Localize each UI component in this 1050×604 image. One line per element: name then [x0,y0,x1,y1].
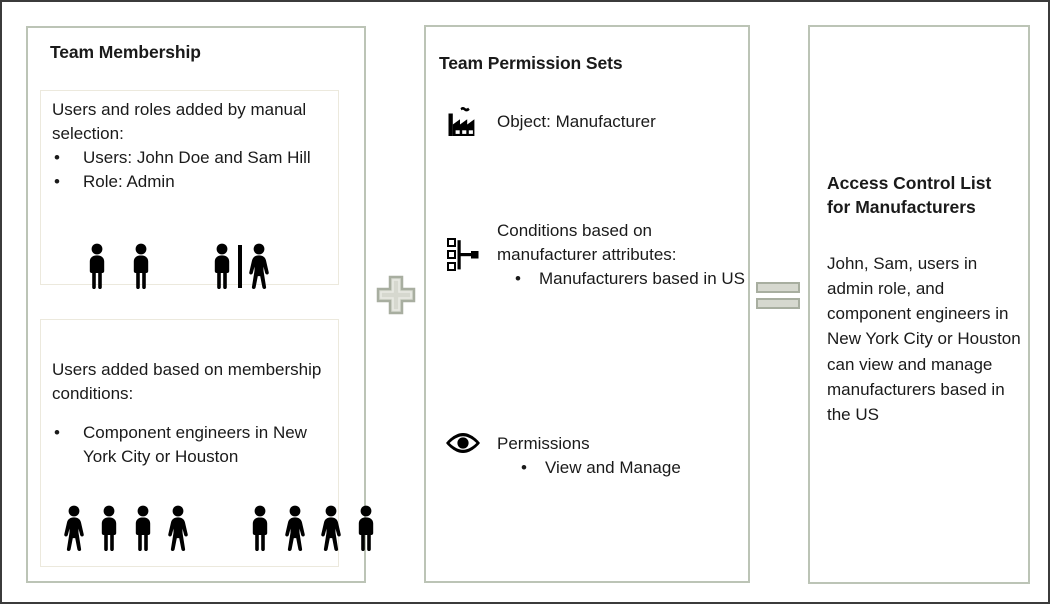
list-item: Role: Admin [52,170,332,194]
operator-plus-icon [376,275,416,315]
manual-selection-intro: Users and roles added by manual selectio… [52,100,307,144]
panel-access-control-list: Access Control List for Manufacturers Jo… [808,25,1030,584]
manual-selection-text: Users and roles added by manual selectio… [52,98,332,195]
hierarchy-icon [439,237,487,273]
permission-row-conditions: Conditions based on manufacturer attribu… [439,219,748,292]
text-gap [52,406,334,421]
permission-permissions-bullets: View and Manage [497,456,681,480]
person-woman-icon [249,243,269,289]
acl-body-text: John, Sam, users in admin role, and comp… [827,254,1021,424]
permission-conditions-text: Conditions based on manufacturer attribu… [487,219,748,292]
person-man-icon [133,243,149,289]
membership-conditions-figures [60,505,379,551]
list-item: Component engineers in New York City or … [52,421,334,469]
person-man-icon [135,505,151,551]
membership-conditions-intro: Users added based on membership conditio… [52,360,322,404]
person-man-icon [358,505,374,551]
membership-conditions-bullets: Component engineers in New York City or … [52,421,334,469]
manual-selection-figures [84,243,273,289]
panel-team-permission-sets: Team Permission Sets Object: Manufacture… [424,25,750,583]
permission-conditions-intro: Conditions based on manufacturer attribu… [497,221,677,265]
person-woman-icon [64,505,84,551]
permission-permissions-text: Permissions View and Manage [487,431,681,480]
permission-conditions-bullets: Manufacturers based in US [497,267,748,291]
equals-bar-bottom [756,298,800,309]
factory-icon [439,107,487,137]
person-woman-icon [168,505,188,551]
eye-icon [439,431,487,455]
equals-bar-top [756,282,800,293]
person-man-icon [101,505,117,551]
restroom-divider [238,245,242,288]
box-membership-conditions: Users added based on membership conditio… [40,319,374,567]
person-woman-icon [321,505,341,551]
panel-team-membership: Team Membership Users and roles added by… [26,26,374,583]
person-man-icon [89,243,105,289]
panel-title-team-membership: Team Membership [50,42,201,62]
permission-row-object: Object: Manufacturer [439,107,656,137]
permission-object-text: Object: Manufacturer [497,112,656,131]
person-man-icon [214,243,230,289]
operator-equals-icon [756,282,800,310]
list-item: Manufacturers based in US [497,267,748,291]
membership-conditions-text: Users added based on membership conditio… [52,358,334,470]
manual-selection-bullets: Users: John Doe and Sam Hill Role: Admin [52,146,332,194]
box-manual-selection: Users and roles added by manual selectio… [40,90,339,289]
person-woman-icon [285,505,305,551]
person-man-icon [252,505,268,551]
panel-title-team-permission-sets: Team Permission Sets [439,53,623,73]
list-item: Users: John Doe and Sam Hill [52,146,332,170]
permission-row-permissions: Permissions View and Manage [439,431,681,480]
acl-title: Access Control List for Manufacturers [827,173,992,217]
list-item: View and Manage [497,456,681,480]
permission-permissions-intro: Permissions [497,434,590,453]
